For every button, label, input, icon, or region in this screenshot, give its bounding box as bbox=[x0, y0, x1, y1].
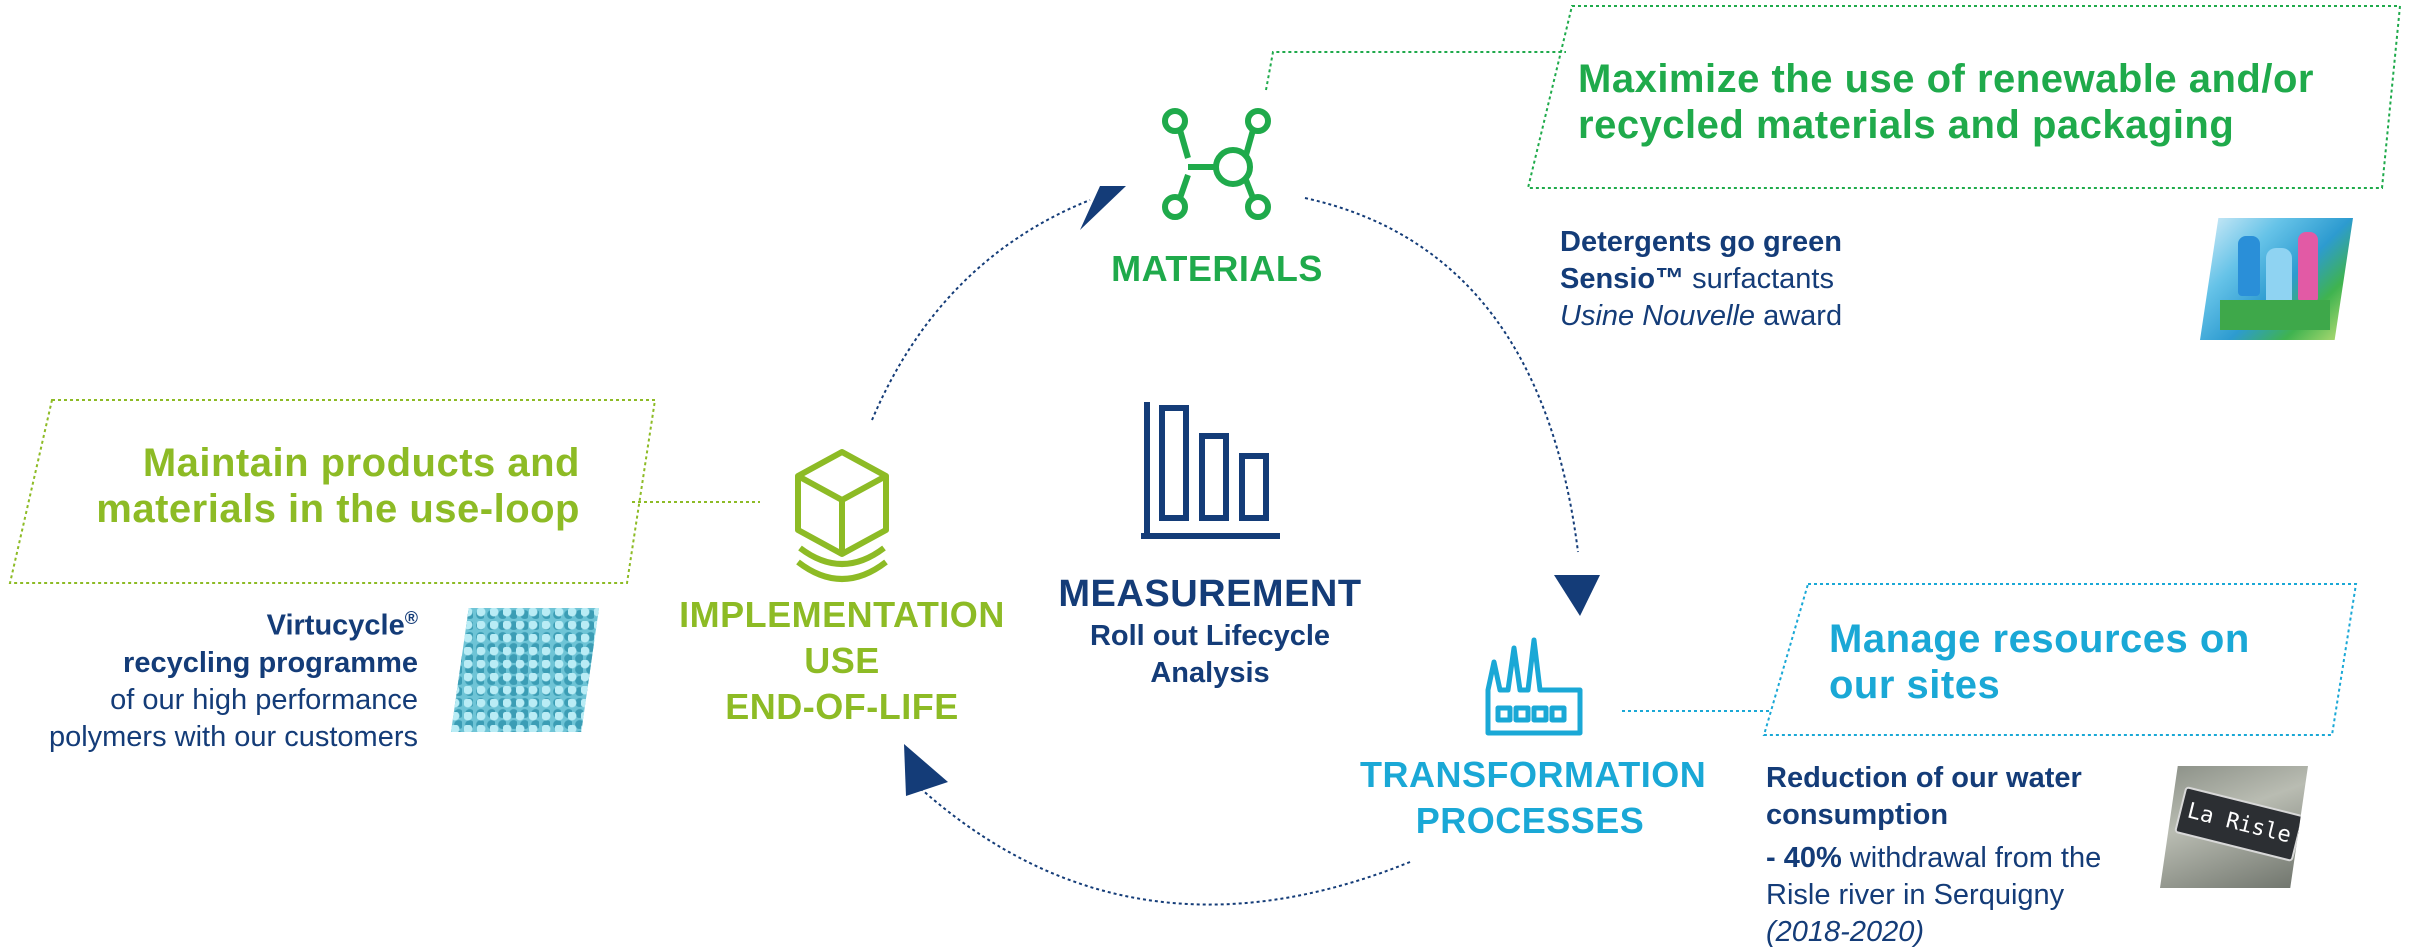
arrowhead-to-transformation bbox=[1554, 575, 1600, 616]
transformation-example: Reduction of our water consumption - 40%… bbox=[1766, 760, 2101, 950]
transformation-objective-line1: Manage resources on bbox=[1829, 617, 2250, 661]
materials-connector bbox=[1265, 51, 1566, 91]
transformation-stage-label: TRANSFORMATION PROCESSES bbox=[1360, 752, 1707, 844]
detergent-bottles-photo bbox=[2200, 218, 2353, 340]
implementation-example: Virtucycle® recycling programme of our h… bbox=[10, 600, 418, 756]
materials-objective-banner bbox=[1526, 5, 2402, 189]
implementation-objective-line2: materials in the use-loop bbox=[96, 487, 580, 531]
materials-example-title: Detergents go green bbox=[1560, 226, 1842, 258]
materials-example-brand-line: Sensio™ surfactants bbox=[1560, 263, 1834, 295]
transformation-example-stat-line: - 40% withdrawal from the bbox=[1766, 842, 2102, 874]
implementation-objective-text: Maintain products and materials in the u… bbox=[70, 440, 580, 532]
measurement-subtitle-line2: Analysis bbox=[1150, 657, 1270, 689]
transformation-stage-line1: TRANSFORMATION bbox=[1360, 754, 1707, 795]
transformation-stage-line2: PROCESSES bbox=[1415, 800, 1645, 841]
materials-example: Detergents go green Sensio™ surfactants … bbox=[1560, 224, 1842, 335]
transformation-example-period: (2018-2020) bbox=[1766, 916, 1924, 948]
cycle-arc-materials-to-transformation bbox=[1304, 197, 1579, 553]
materials-objective-line1: Maximize the use of renewable and/or bbox=[1578, 57, 2314, 101]
arrowhead-to-materials bbox=[1080, 186, 1126, 230]
transformation-example-title-line1: Reduction of our water bbox=[1766, 762, 2082, 794]
factory-icon bbox=[1485, 637, 1583, 736]
cycle-arc-transformation-to-implementation bbox=[919, 787, 1411, 906]
transformation-objective-line2: our sites bbox=[1829, 663, 2001, 707]
transformation-example-line2: Risle river in Serquigny bbox=[1766, 879, 2065, 911]
la-risle-sign: La Risle bbox=[2174, 785, 2304, 863]
implementation-stage-label: IMPLEMENTATION USE END-OF-LIFE bbox=[672, 592, 1012, 730]
implementation-objective-banner bbox=[8, 399, 657, 584]
la-risle-sign-photo: La Risle bbox=[2160, 766, 2308, 888]
implementation-example-line4: polymers with our customers bbox=[48, 720, 418, 753]
implementation-objective-line1: Maintain products and bbox=[142, 441, 580, 485]
measurement-title: MEASUREMENT bbox=[1058, 573, 1362, 615]
implementation-example-line3: of our high performance bbox=[110, 683, 418, 716]
transformation-example-title-line2: consumption bbox=[1766, 799, 1949, 831]
implementation-stage-line3: END-OF-LIFE bbox=[725, 686, 959, 727]
bar-chart-icon bbox=[1141, 402, 1280, 539]
cycle-arc-implementation-to-materials bbox=[871, 199, 1091, 421]
arrowhead-to-implementation bbox=[904, 744, 948, 796]
implementation-stage-line2: USE bbox=[804, 640, 880, 681]
implementation-example-brand-line: Virtucycle® bbox=[266, 608, 418, 642]
implementation-example-title-line2: recycling programme bbox=[123, 646, 418, 679]
materials-objective-line2: recycled materials and packaging bbox=[1578, 103, 2235, 147]
box-on-platform-icon bbox=[795, 449, 889, 582]
materials-example-award-line: Usine Nouvelle award bbox=[1560, 300, 1843, 332]
polymer-pellets-photo bbox=[451, 608, 599, 732]
measurement-center: MEASUREMENT Roll out Lifecycle Analysis bbox=[1040, 570, 1380, 692]
molecule-icon bbox=[1162, 108, 1271, 220]
materials-stage-label: MATERIALS bbox=[1111, 248, 1323, 289]
materials-objective-text: Maximize the use of renewable and/or rec… bbox=[1578, 56, 2314, 148]
transformation-objective-text: Manage resources on our sites bbox=[1829, 616, 2250, 708]
measurement-subtitle-line1: Roll out Lifecycle bbox=[1089, 620, 1331, 652]
transformation-objective-banner bbox=[1762, 583, 2358, 736]
implementation-stage-line1: IMPLEMENTATION bbox=[679, 594, 1005, 635]
